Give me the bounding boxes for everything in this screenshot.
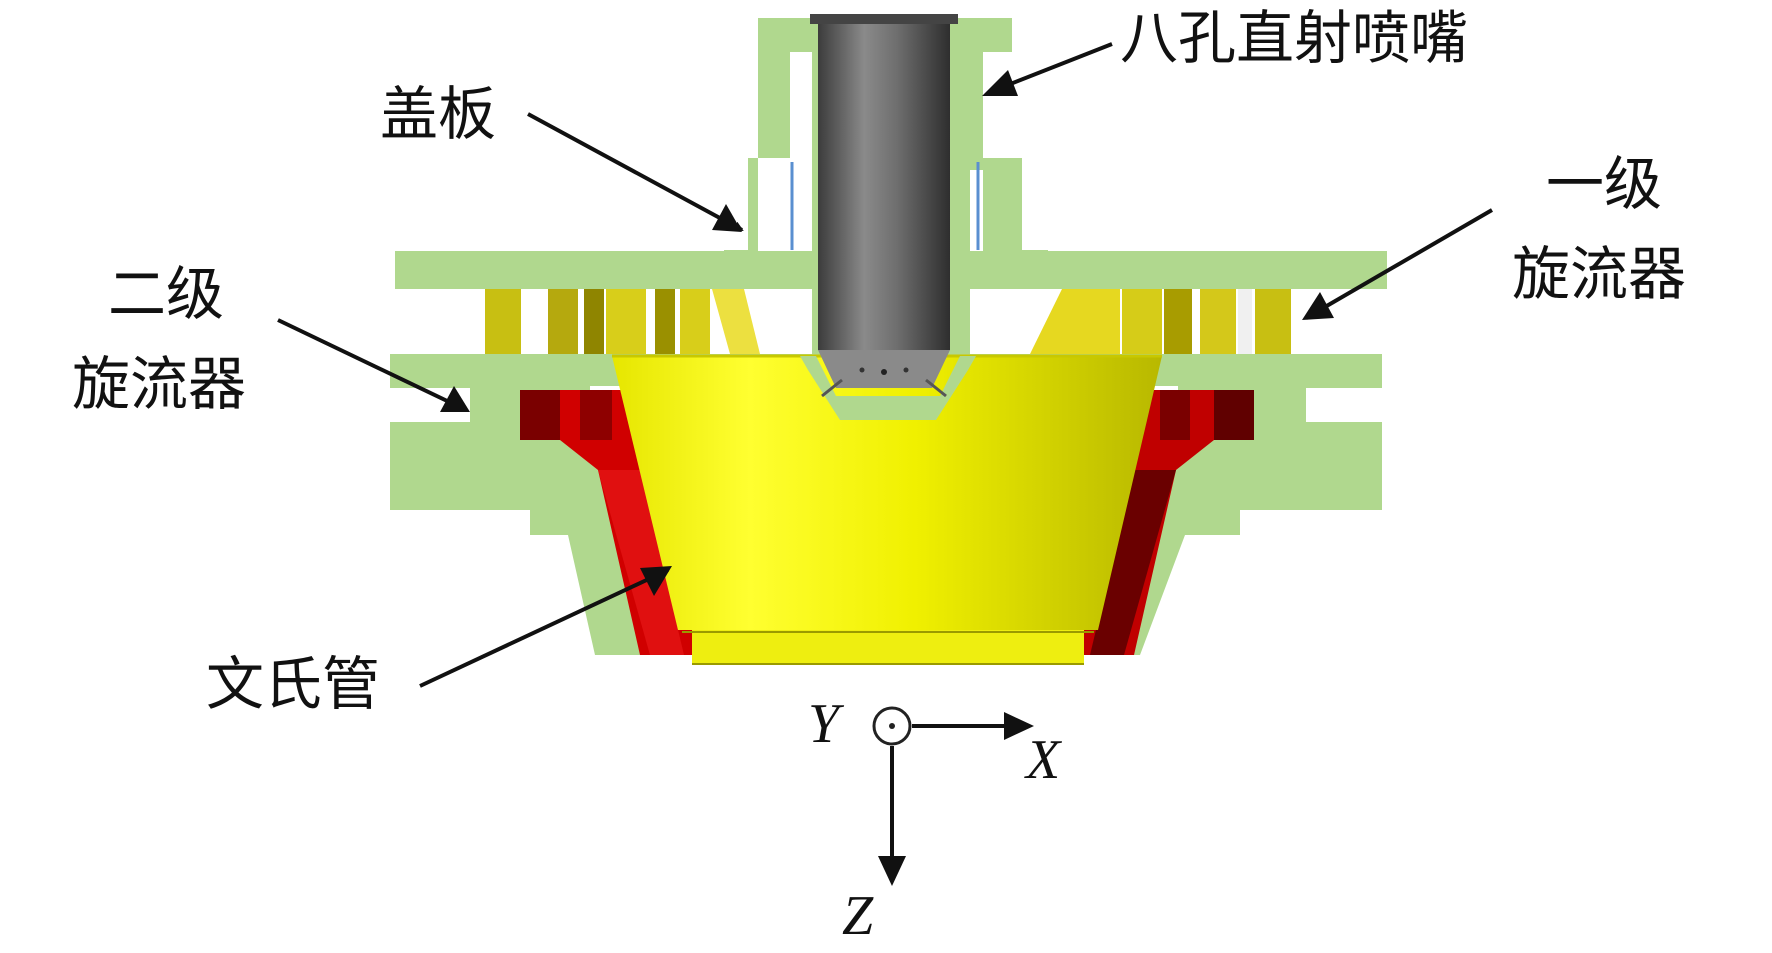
- first-swirler-label-line1: 一级: [1546, 150, 1663, 218]
- first-swirler-arrow: [1304, 208, 1494, 320]
- nozzle-label: 八孔直射喷嘴: [1120, 4, 1469, 72]
- z-axis-label: Z: [842, 885, 874, 947]
- second-swirler-label-line2: 旋流器: [72, 350, 247, 418]
- cover-plate-label: 盖板: [380, 80, 497, 148]
- venturi-label: 文氏管: [206, 650, 381, 718]
- coordinate-axes: [872, 706, 1034, 886]
- first-swirler-label-line2: 旋流器: [1512, 240, 1687, 308]
- venturi-body: [612, 354, 1162, 665]
- callout-arrows: [277, 42, 1494, 688]
- nozzle-body: [790, 14, 980, 398]
- x-axis-label: X: [1026, 729, 1061, 791]
- second-swirler-arrow: [277, 318, 468, 412]
- cover-plate-arrow: [527, 112, 744, 232]
- first-stage-swirler: [485, 289, 1308, 354]
- venturi-arrow: [419, 568, 670, 688]
- callout-arrowheads: [440, 70, 1334, 596]
- y-axis-label: Y: [808, 693, 840, 755]
- second-swirler-label-line1: 二级: [108, 260, 225, 328]
- nozzle-well: [800, 356, 976, 420]
